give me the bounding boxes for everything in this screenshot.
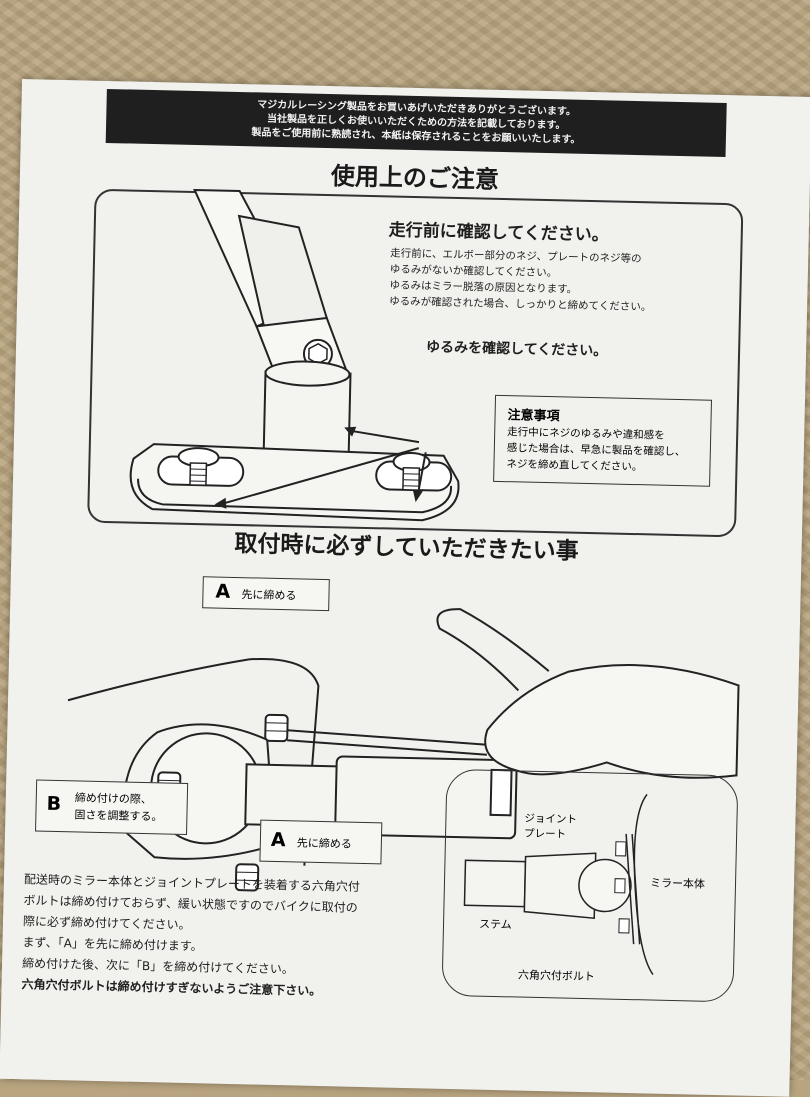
label-a-letter: A	[271, 829, 286, 851]
label-b-line: 固さを調整する。	[74, 806, 162, 825]
joint-plate-line: プレート	[524, 827, 577, 843]
joint-plate-line: ジョイント	[524, 812, 577, 828]
mirror-body-label: ミラー本体	[650, 874, 705, 891]
instruction-sheet: マジカルレーシング製品をお買いあげいただきありがとうございます。 当社製品を正し…	[0, 79, 810, 1097]
loose-check-callout: ゆるみを確認してください。	[426, 336, 608, 360]
label-a-top: A 先に締める	[202, 576, 330, 611]
label-a-text: 先に締める	[241, 586, 296, 603]
caution-text: 走行中にネジのゆるみや違和感を 感じた場合は、早急に製品を確認し、 ネジを締め直…	[506, 424, 686, 476]
stem-label: ステム	[479, 916, 512, 933]
label-b-letter: B	[46, 793, 61, 815]
hex-bolt-a-top	[265, 715, 288, 741]
detail-inset: ジョイント プレート ミラー本体 ステム 六角穴付ボルト	[441, 769, 738, 1003]
label-b-line: 締め付けの際、	[75, 789, 163, 808]
label-a-letter: A	[215, 581, 230, 603]
label-a-bottom: A 先に締める	[259, 820, 382, 865]
elbow-illustration	[92, 193, 459, 531]
label-a-text: 先に締める	[297, 834, 352, 851]
caution-box: 注意事項 走行中にネジのゆるみや違和感を 感じた場合は、早急に製品を確認し、 ネ…	[493, 395, 712, 487]
label-b: B 締め付けの際、 固さを調整する。	[35, 780, 188, 835]
section1-heading: 走行前に確認してください。	[389, 215, 609, 245]
section2-body: 配送時のミラー本体とジョイントプレートを装着する六角穴付 ボルトは締め付けておら…	[21, 869, 360, 1003]
section1-text: 走行前に、エルボー部分のネジ、プレートのネジ等の ゆるみがないか確認してください…	[389, 245, 653, 315]
hex-bolt-label: 六角穴付ボルト	[518, 967, 595, 985]
header-bar: マジカルレーシング製品をお買いあげいただきありがとうございます。 当社製品を正し…	[106, 89, 727, 157]
joint-plate-label: ジョイント プレート	[524, 812, 577, 843]
label-b-text: 締め付けの際、 固さを調整する。	[74, 789, 163, 825]
caution-title: 注意事項	[507, 404, 559, 424]
